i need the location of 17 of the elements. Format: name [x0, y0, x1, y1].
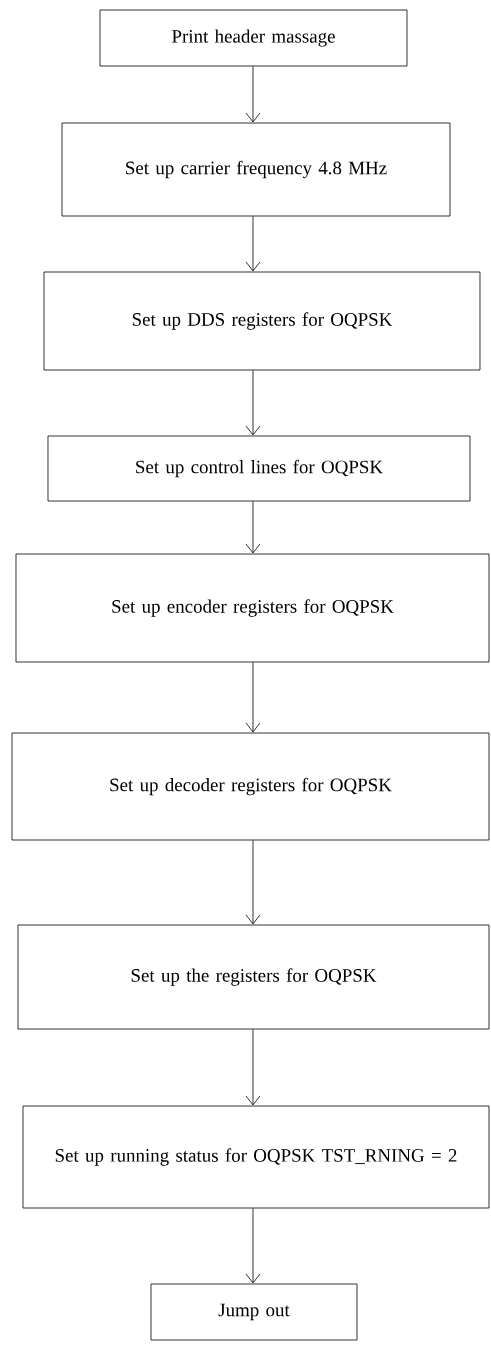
process-box: Set up decoder registers for OQPSK	[11, 732, 490, 841]
arrow	[245, 66, 261, 123]
process-box: Set up running status for OQPSK TST_RNING = 2	[22, 1105, 490, 1209]
arrow	[245, 501, 261, 554]
arrow	[245, 662, 261, 733]
process-box: Set up carrier frequency 4.8 MHz	[61, 122, 451, 217]
arrow	[245, 1208, 261, 1284]
arrow	[245, 216, 261, 272]
arrow	[245, 1029, 261, 1106]
process-box: Print header massage	[99, 9, 408, 67]
process-box: Set up control lines for OQPSK	[47, 435, 471, 502]
process-box: Jump out	[150, 1283, 358, 1341]
arrow	[245, 370, 261, 436]
process-box: Set up DDS registers for OQPSK	[43, 271, 481, 371]
arrow	[245, 840, 261, 925]
process-box: Set up the registers for OQPSK	[17, 924, 490, 1030]
process-box: Set up encoder registers for OQPSK	[15, 553, 490, 663]
